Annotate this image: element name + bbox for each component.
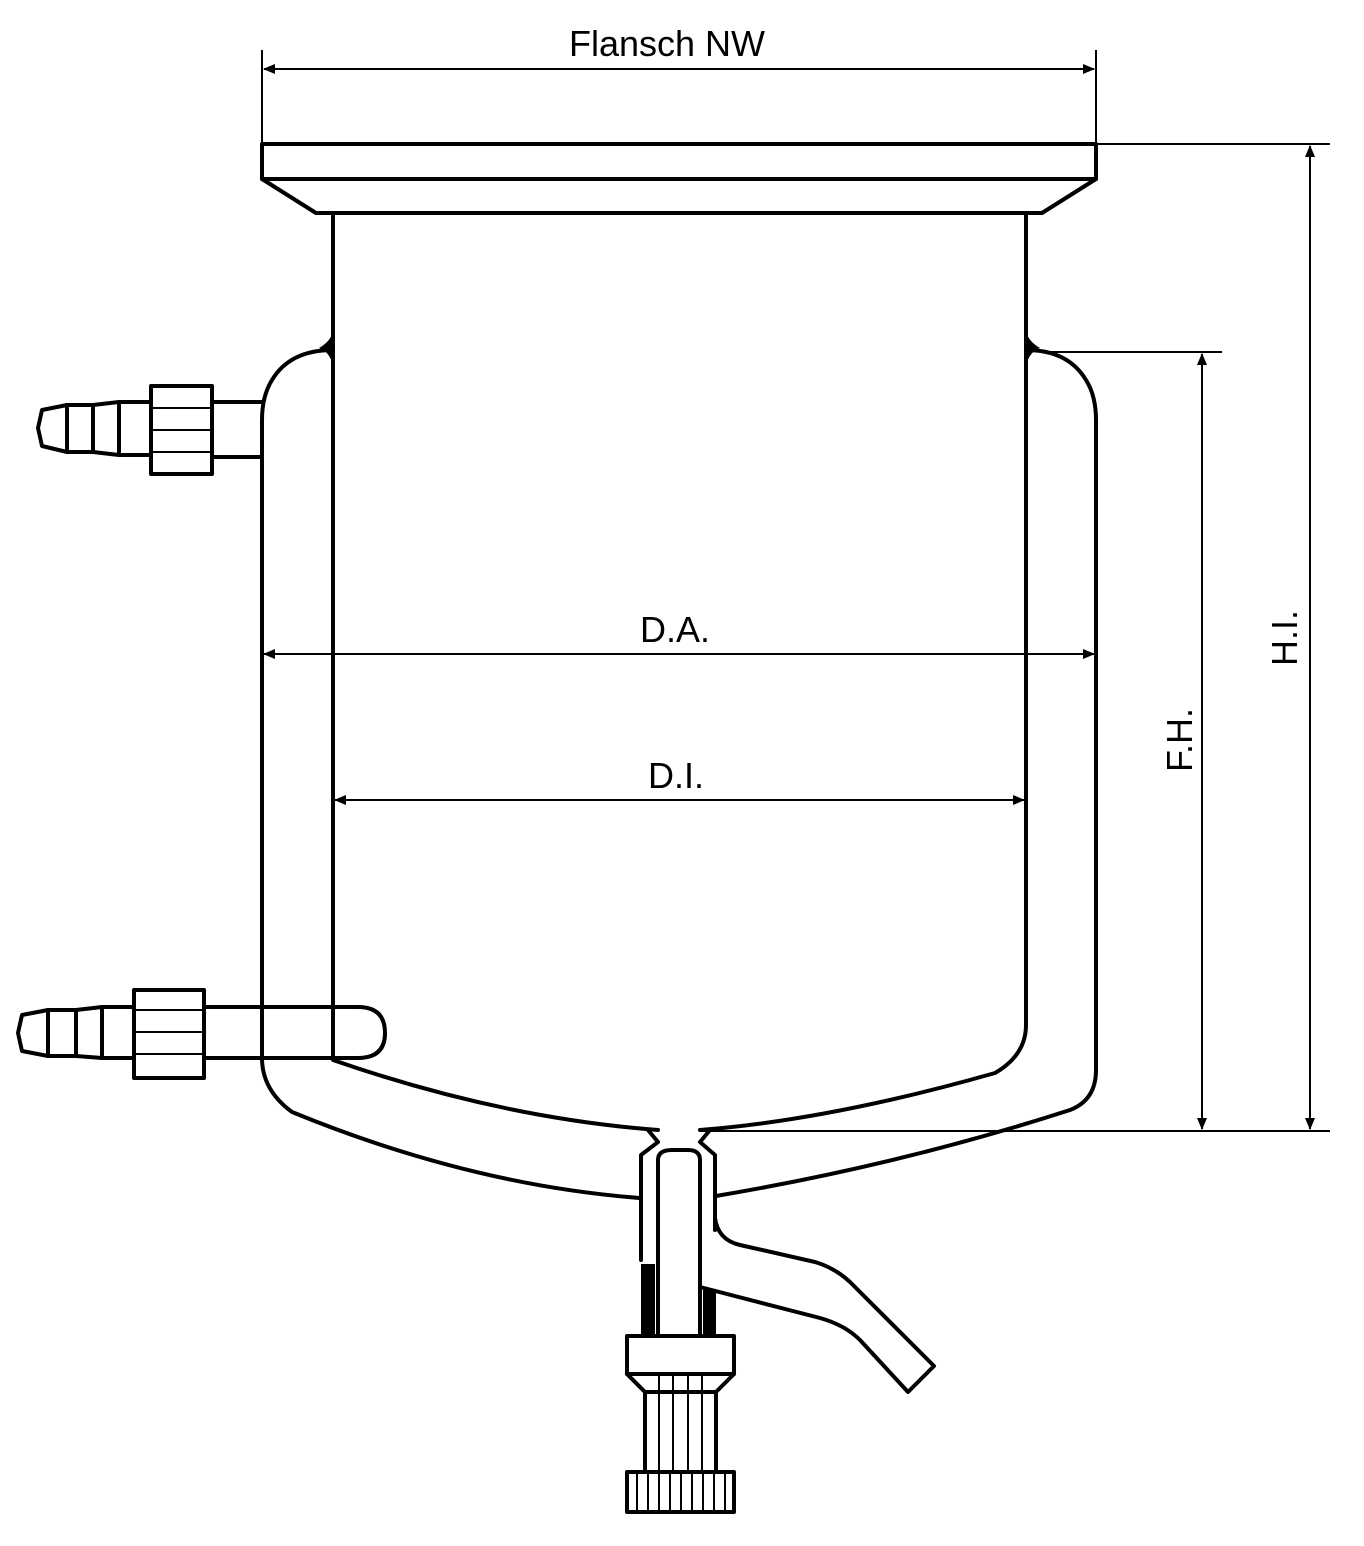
outer-jacket — [260, 348, 1098, 1200]
dimension-fill-height — [1040, 351, 1222, 1130]
inner-height-label: H.I. — [1264, 610, 1305, 667]
fill-height-label: F.H. — [1159, 708, 1200, 773]
inner-vessel — [319, 211, 1040, 1132]
outer-diameter-label: D.A. — [640, 609, 711, 650]
upper-hose-connector — [36, 384, 264, 476]
dimension-flange-width — [261, 50, 1097, 144]
inner-diameter-label: D.I. — [648, 755, 705, 796]
dimension-inner-height — [700, 143, 1330, 1132]
bottom-outlet-valve — [625, 1128, 936, 1514]
flange — [260, 142, 1098, 215]
flange-width-label: Flansch NW — [569, 23, 766, 64]
lower-hose-connector — [16, 988, 387, 1080]
